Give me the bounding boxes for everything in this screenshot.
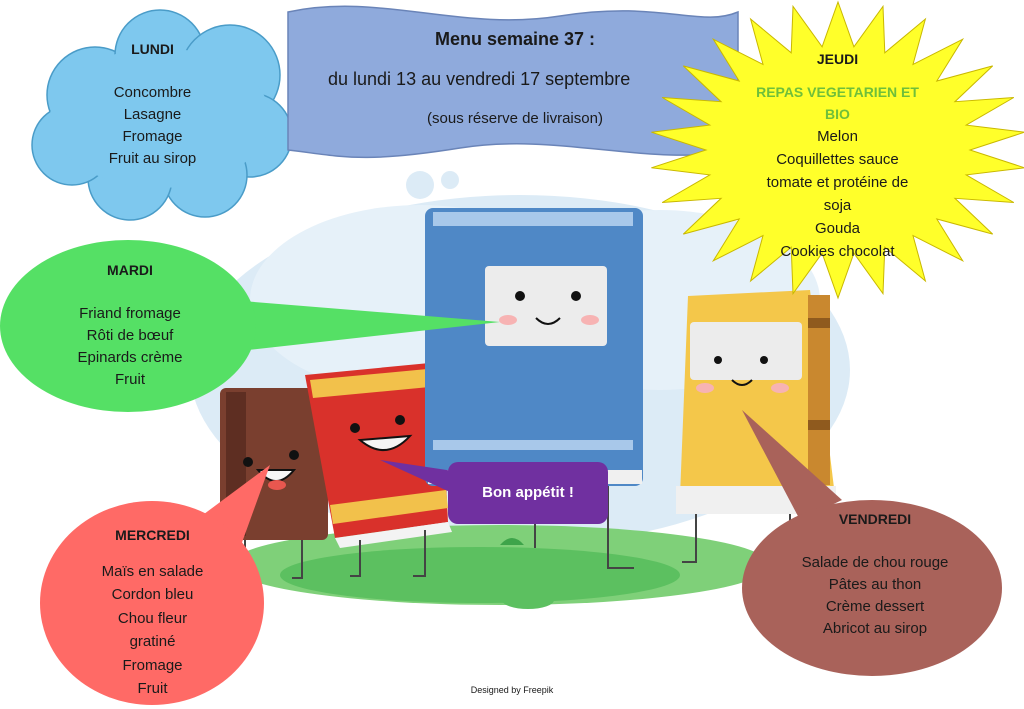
- mercredi-item: gratiné: [129, 633, 176, 650]
- mercredi-item: Cordon bleu: [111, 586, 194, 603]
- mardi-item: Friand fromage: [79, 305, 181, 322]
- vendredi-items: Salade de chou rouge Pâtes au thon Crème…: [780, 552, 970, 640]
- jeudi-title: JEUDI: [816, 51, 859, 67]
- jeudi-item: Coquillettes sauce: [776, 151, 899, 168]
- vendredi-menu: VENDREDI Salade de chou rouge Pâtes au t…: [780, 508, 970, 640]
- jeudi-item: Cookies chocolat: [780, 243, 895, 260]
- jeudi-highlight-line: REPAS VEGETARIEN ET: [756, 84, 919, 100]
- vendredi-item: Pâtes au thon: [828, 576, 922, 593]
- blue-book: [425, 208, 643, 486]
- credit-text: Designed by Freepik: [470, 685, 554, 695]
- yellow-book: [676, 290, 836, 514]
- mardi-item: Epinards crème: [77, 349, 183, 366]
- header-title: Menu semaine 37 :: [434, 29, 596, 49]
- mercredi-item: Fruit: [137, 680, 168, 697]
- jeudi-item: tomate et protéine de: [766, 174, 909, 191]
- bon-appetit-callout: [380, 460, 608, 524]
- jeudi-item: Melon: [817, 128, 858, 145]
- jeudi-starburst: [651, 0, 1024, 300]
- jeudi-highlight-line: BIO: [825, 106, 850, 122]
- lundi-item: Concombre: [113, 84, 192, 101]
- mardi-items: Friand fromage Rôti de bœuf Epinards crè…: [45, 303, 215, 391]
- mardi-bubble: [0, 240, 500, 412]
- jeudi-items: Melon Coquillettes sauce tomate et proté…: [740, 125, 935, 263]
- lundi-item: Fruit au sirop: [108, 150, 197, 167]
- mercredi-item: Maïs en salade: [101, 562, 204, 580]
- lundi-menu: LUNDI Concombre Lasagne Fromage Fruit au…: [70, 38, 235, 170]
- grass: [230, 525, 770, 609]
- vendredi-item: Salade de chou rouge: [801, 554, 949, 571]
- vendredi-title: VENDREDI: [838, 511, 912, 527]
- mercredi-title: MERCREDI: [115, 527, 190, 543]
- red-book: [305, 362, 452, 548]
- lundi-title: LUNDI: [131, 41, 174, 57]
- lundi-cloud: [31, 9, 293, 221]
- mardi-title: MARDI: [107, 262, 153, 278]
- mercredi-item: Chou fleur: [117, 609, 188, 627]
- vendredi-item: Crème dessert: [825, 598, 925, 615]
- mardi-menu: MARDI Friand fromage Rôti de bœuf Epinar…: [45, 259, 215, 391]
- mercredi-item: Fromage: [122, 656, 183, 674]
- mercredi-bubble: [40, 465, 270, 705]
- mercredi-menu: MERCREDI Maïs en salade Cordon bleu Chou…: [70, 524, 235, 701]
- vendredi-bubble: [742, 410, 1002, 676]
- header-dates: du lundi 13 au vendredi 17 septembre: [328, 69, 631, 89]
- lundi-item: Fromage: [122, 128, 183, 145]
- lundi-item: Lasagne: [123, 106, 182, 123]
- bon-appetit-label: Bon appétit !: [482, 484, 574, 501]
- mardi-item: Fruit: [115, 371, 145, 388]
- jeudi-menu: JEUDI REPAS VEGETARIEN ET BIO Melon Coqu…: [740, 48, 935, 263]
- lundi-items: Concombre Lasagne Fromage Fruit au sirop: [70, 82, 235, 170]
- mardi-item: Rôti de bœuf: [86, 327, 174, 344]
- jeudi-highlight: REPAS VEGETARIEN ET BIO: [740, 81, 935, 125]
- vendredi-item: Abricot au sirop: [822, 620, 928, 637]
- jeudi-item: Gouda: [814, 220, 861, 237]
- jeudi-item: soja: [823, 197, 852, 214]
- mercredi-items: Maïs en salade Cordon bleu Chou fleur gr…: [70, 560, 235, 701]
- header-note: (sous réserve de livraison): [427, 110, 603, 127]
